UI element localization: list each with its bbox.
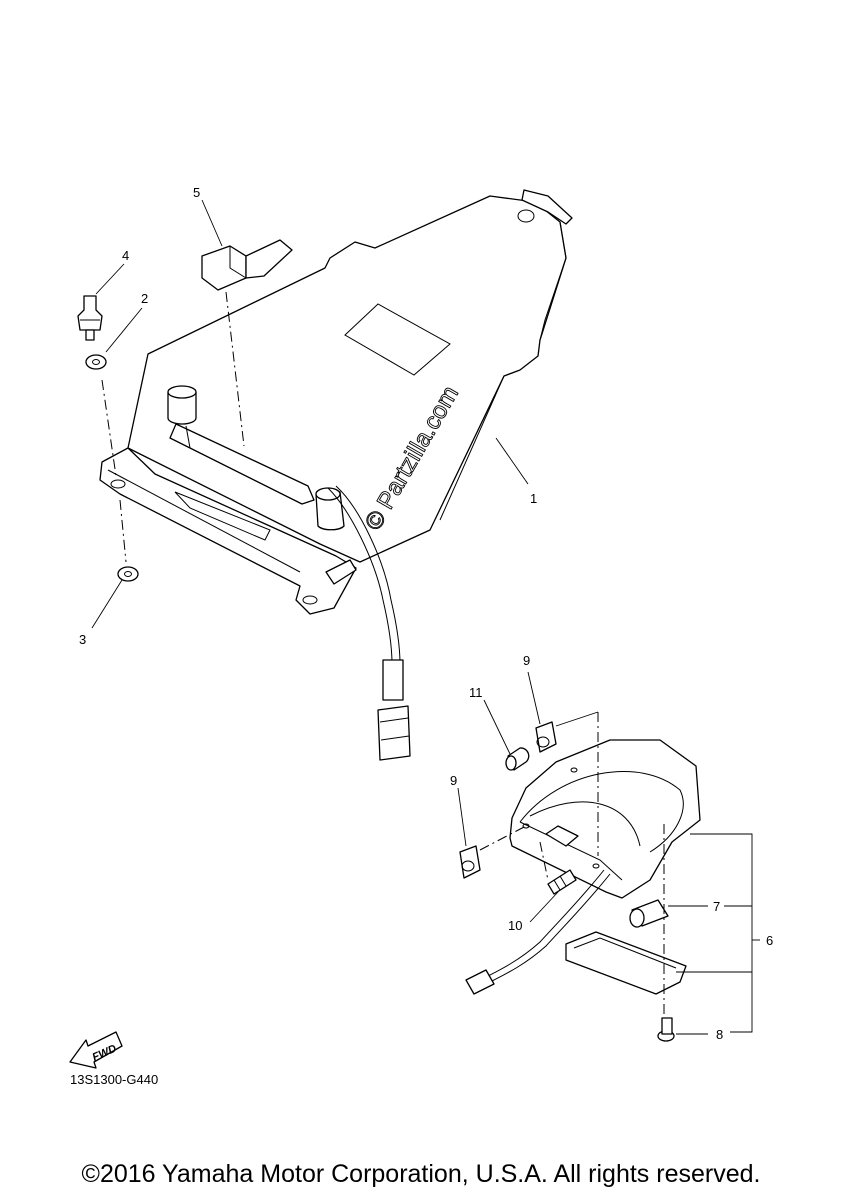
- copyright-notice: ©2016 Yamaha Motor Corporation, U.S.A. A…: [81, 1160, 761, 1188]
- callout-5: 5: [193, 185, 200, 200]
- lens-plate: [565, 931, 687, 995]
- nut-part-9-left: [459, 845, 481, 879]
- callout-3: 3: [79, 632, 86, 647]
- callout-9-top: 9: [523, 653, 530, 668]
- leader-lines: [91, 199, 760, 1035]
- callout-11: 11: [469, 685, 483, 700]
- callout-2: 2: [141, 291, 148, 306]
- callout-1: 1: [530, 491, 537, 506]
- callout-9-left: 9: [450, 773, 457, 788]
- grommet-part-11: [505, 747, 530, 771]
- tail-light-assembly: [509, 739, 701, 899]
- bolt-part-4: [77, 295, 103, 341]
- washer-part-3: [117, 566, 139, 582]
- callout-10: 10: [508, 918, 522, 933]
- bracket-assembly: [99, 189, 573, 615]
- figure-code: 13S1300-G440: [70, 1072, 159, 1087]
- nut-part-9-top: [535, 721, 557, 753]
- screw-part-10: [547, 869, 577, 895]
- callout-8: 8: [716, 1027, 723, 1042]
- tail-light-wire: [465, 869, 611, 995]
- washer-part-2: [85, 354, 107, 370]
- clip-part-5: [201, 239, 293, 291]
- callout-7: 7: [713, 899, 720, 914]
- screw-part-8: [657, 1017, 675, 1042]
- bulb-part-7: [629, 899, 669, 928]
- callout-6: 6: [766, 933, 773, 948]
- fwd-arrow-icon: FWD: [69, 1031, 123, 1069]
- callout-4: 4: [122, 248, 129, 263]
- sensor-cable: [327, 485, 411, 761]
